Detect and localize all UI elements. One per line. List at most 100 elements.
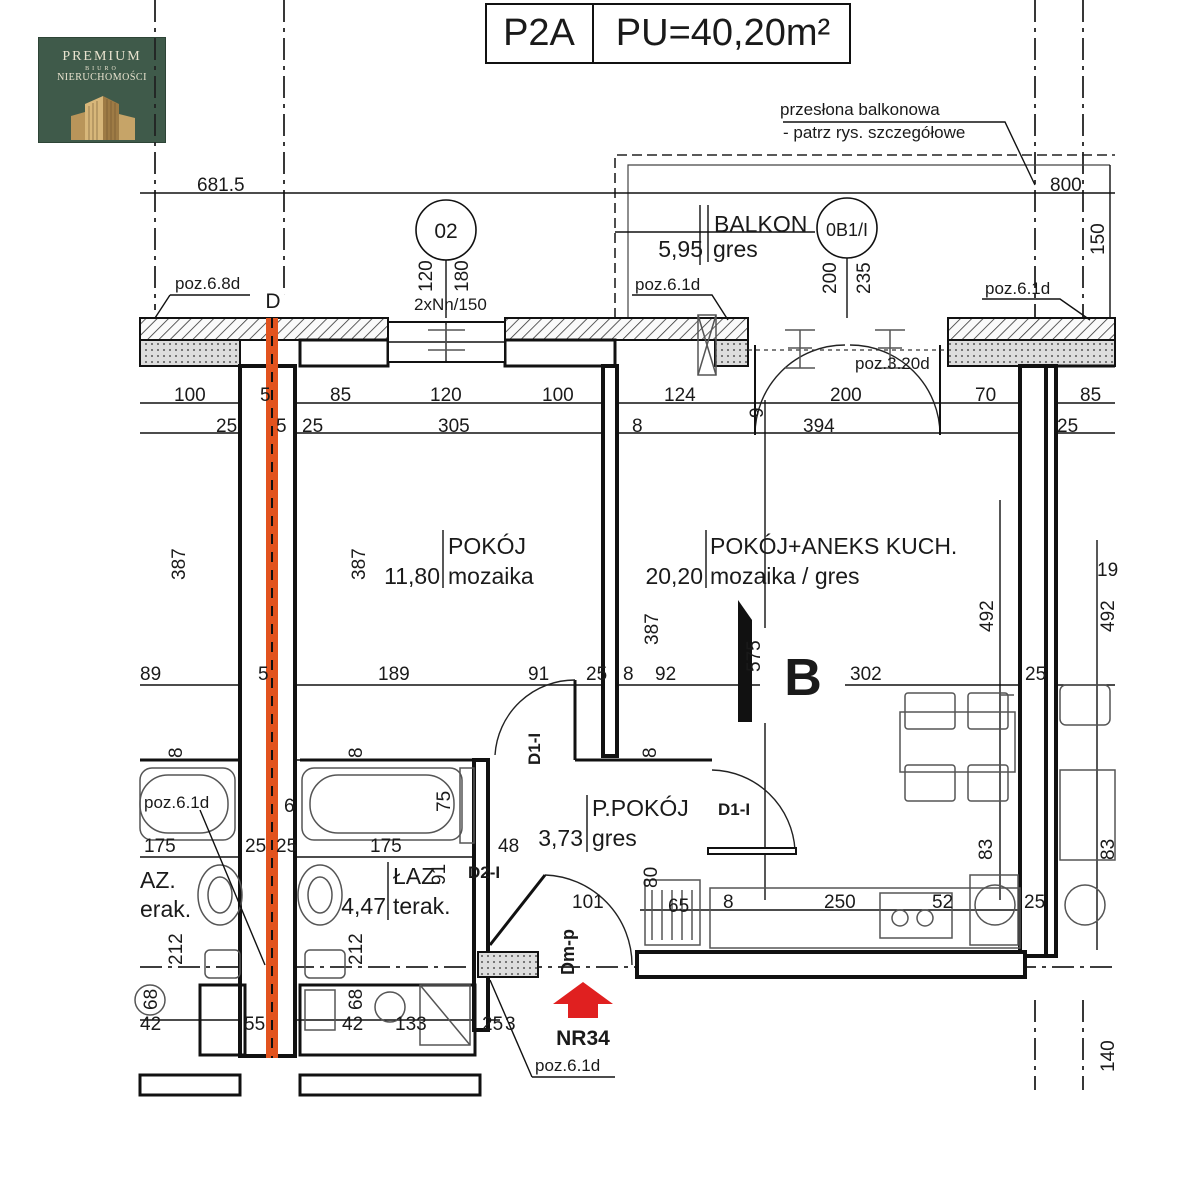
dim-175a: 175 xyxy=(144,836,176,857)
dim-6: 6 xyxy=(284,796,295,817)
dim-25f: 25 xyxy=(245,836,266,857)
window-tags: 02 0B1/I D xyxy=(258,197,878,318)
dim-305: 305 xyxy=(438,416,470,437)
logo-line1: PREMIUM xyxy=(62,49,142,64)
poz-68d: poz.6.8d xyxy=(175,274,240,293)
dim-85a: 85 xyxy=(330,385,351,406)
dim-387a: 387 xyxy=(169,548,190,580)
lazienka-left-name: AZ. xyxy=(140,867,176,893)
dim-70: 70 xyxy=(975,385,996,406)
dim-387b: 387 xyxy=(349,548,370,580)
unit-area: PU=40,20m² xyxy=(616,12,830,54)
pokoj-area: 11,80 xyxy=(384,563,440,589)
dim-25b: 25 xyxy=(302,416,323,437)
pokoj-aneks-area: 20,20 xyxy=(645,563,703,589)
dim-48: 48 xyxy=(498,836,519,857)
doors xyxy=(428,314,948,966)
balkon-area: 5,95 xyxy=(658,236,703,262)
dim-124: 124 xyxy=(664,385,696,406)
entrance-marker: NR34 Dm-p xyxy=(553,929,613,1050)
dim-3: 3 xyxy=(505,1014,516,1035)
door-d1-left: D1-I xyxy=(525,733,544,765)
dim-492b: 492 xyxy=(1098,600,1119,632)
dim-9: 9 xyxy=(747,407,768,418)
dimension-texts: 681.5 800 150 120 180 200 235 100 5 85 1… xyxy=(140,175,1119,1072)
dim-120a: 120 xyxy=(416,260,437,292)
dim-8d: 8 xyxy=(346,747,367,758)
dim-387c: 387 xyxy=(642,613,663,645)
dim-200b: 200 xyxy=(830,385,862,406)
fixtures xyxy=(134,684,1116,1046)
premium-logo: PREMIUM BIURO NIERUCHOMOŚCI xyxy=(38,37,166,143)
section-mark: B xyxy=(738,600,845,723)
poz-61d-b: poz.6.1d xyxy=(985,279,1050,298)
dim-575: 575 xyxy=(744,640,765,672)
entrance-label: NR34 xyxy=(556,1027,610,1050)
dim-8c: 8 xyxy=(166,747,187,758)
przedpokoj-floor: gres xyxy=(592,825,637,851)
lazienka-left-floor: erak. xyxy=(140,896,191,922)
lazienka-floor: terak. xyxy=(393,893,451,919)
balkon-name: BALKON xyxy=(714,211,807,237)
poz-320d: poz.3.20d xyxy=(855,354,930,373)
dim-25a: 25 xyxy=(216,416,237,437)
leader-lines xyxy=(154,121,1091,1078)
grid-axis-label: D xyxy=(265,290,280,313)
dim-6815: 681.5 xyxy=(197,175,245,196)
dim-83a: 83 xyxy=(976,839,997,860)
dim-5c: 5 xyxy=(258,664,269,685)
dim-25d: 25 xyxy=(586,664,607,685)
balcony-screen-line2: - patrz rys. szczegółowe xyxy=(783,123,965,142)
unit-code: P2A xyxy=(503,12,575,54)
annotation-texts: przesłona balkonowa - patrz rys. szczegó… xyxy=(144,100,1050,1075)
lazienka-area: 4,47 xyxy=(341,893,386,919)
dim-302: 302 xyxy=(850,664,882,685)
window-code: 2xNn/150 xyxy=(414,295,487,314)
exterior-wall xyxy=(139,317,1116,368)
dim-150: 150 xyxy=(1088,223,1109,255)
window-tag: 02 xyxy=(434,220,457,243)
przedpokoj-name: P.POKÓJ xyxy=(592,795,689,821)
dim-5a: 5 xyxy=(260,385,271,406)
dim-394: 394 xyxy=(803,416,835,437)
pokoj-floor: mozaika xyxy=(448,563,534,589)
logo-line2: BIURO xyxy=(85,66,119,72)
dim-75: 75 xyxy=(434,791,455,812)
dim-8a: 8 xyxy=(632,416,643,437)
dim-800: 800 xyxy=(1050,175,1082,196)
dim-19: 19 xyxy=(1097,560,1118,581)
dim-180: 180 xyxy=(452,260,473,292)
balcony xyxy=(614,154,1115,318)
dim-235: 235 xyxy=(854,262,875,294)
section-letter: B xyxy=(784,649,822,707)
dim-175b: 175 xyxy=(370,836,402,857)
pokoj-aneks-name: POKÓJ+ANEKS KUCH. xyxy=(710,533,957,559)
dim-83b: 83 xyxy=(1098,839,1119,860)
dim-8e: 8 xyxy=(640,747,661,758)
dim-55: 55 xyxy=(244,1014,265,1035)
dim-52: 52 xyxy=(932,892,953,913)
entrance-door-label: Dm-p xyxy=(558,929,578,975)
dim-100b: 100 xyxy=(542,385,574,406)
dim-492a: 492 xyxy=(977,600,998,632)
dim-8f: 8 xyxy=(723,892,734,913)
dim-91: 91 xyxy=(528,664,549,685)
dim-212a: 212 xyxy=(166,933,187,965)
pokoj-name: POKÓJ xyxy=(448,533,526,559)
door-d1-right: D1-I xyxy=(718,800,750,819)
poz-61d-a: poz.6.1d xyxy=(635,275,700,294)
dim-25h: 25 xyxy=(1024,892,1045,913)
balcony-screen-line1: przesłona balkonowa xyxy=(780,100,940,119)
dim-101: 101 xyxy=(572,892,604,913)
dim-25g: 25 xyxy=(276,836,297,857)
dim-65: 65 xyxy=(668,896,689,917)
dim-68a: 68 xyxy=(141,989,162,1010)
dim-42b: 42 xyxy=(342,1014,363,1035)
dim-25i: 25 xyxy=(482,1014,503,1035)
poz-61d-c: poz.6.1d xyxy=(144,793,209,812)
walls xyxy=(138,318,1115,1097)
dim-200a: 200 xyxy=(820,262,841,294)
dim-91b: 91 xyxy=(429,864,450,885)
dim-80: 80 xyxy=(641,867,662,888)
